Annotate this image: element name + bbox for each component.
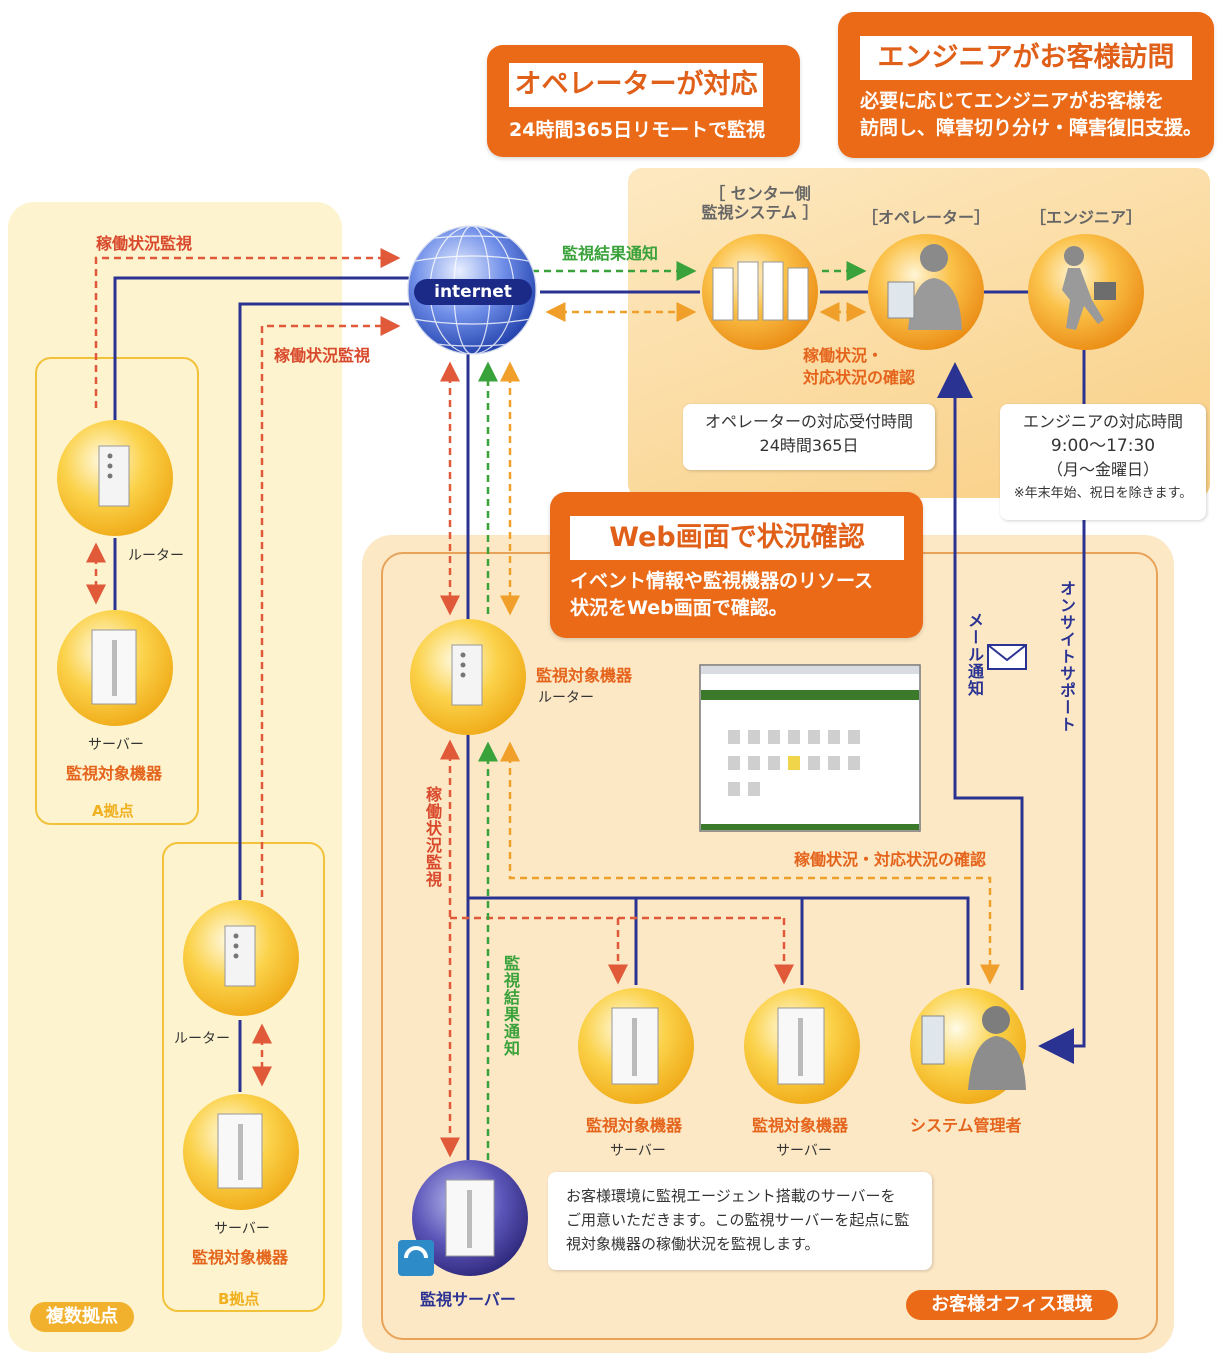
web-callout-title: Web画面で状況確認 [570, 516, 904, 560]
monitor-server-label: 監視サーバー [420, 1290, 516, 1309]
monitor-server-note-1: お客様環境に監視エージェント搭載のサーバーを [566, 1187, 896, 1205]
engineer-icon [1028, 234, 1144, 350]
office-server-1-target-label: 監視対象機器 [586, 1116, 683, 1135]
monitoring-vertical-label: 稼働状況監視 [423, 786, 442, 888]
result-notify-label: 監視結果通知 [562, 244, 659, 263]
site-a-router-label: ルーター [128, 548, 184, 564]
site-a-server-label: サーバー [88, 737, 144, 753]
office-server-1-label: サーバー [610, 1143, 666, 1159]
confirm-dashed-lines [500, 302, 1000, 985]
engineer-hours-1: エンジニアの対応時間 [1022, 412, 1183, 431]
mail-icon [987, 644, 1027, 670]
office-router-label: ルーター [538, 690, 594, 706]
operator-icon [868, 234, 984, 350]
confirm-label: 稼働状況・ 対応状況の確認 [803, 345, 915, 389]
result-vertical-label: 監視結果通知 [501, 955, 520, 1057]
system-admin-icon [910, 988, 1026, 1104]
web-callout-desc-2: 状況をWeb画面で確認。 [570, 597, 788, 619]
office-server-2-label: サーバー [776, 1143, 832, 1159]
center-system-label-2: 監視システム ］ [701, 203, 819, 222]
office-server-2-target-label: 監視対象機器 [752, 1116, 849, 1135]
web-screen-thumbnail [699, 664, 921, 832]
onsite-support-label: オンサイトサポート [1057, 580, 1076, 733]
web-callout: Web画面で状況確認 イベント情報や監視機器のリソース 状況をWeb画面で確認。 [550, 492, 923, 638]
operator-hours-note: オペレーターの対応受付時間 24時間365日 [683, 404, 935, 470]
engineer-callout: エンジニアがお客様訪問 必要に応じてエンジニアがお客様を 訪問し、障害切り分け・… [838, 12, 1214, 158]
site-b-router-label: ルーター [174, 1031, 230, 1047]
monitor-server-icon [398, 1160, 528, 1276]
operator-hours-1: オペレーターの対応受付時間 [704, 412, 913, 431]
engineer-callout-desc-1: 必要に応じてエンジニアがお客様を [860, 90, 1165, 112]
operator-callout-desc: 24時間365日リモートで監視 [509, 119, 766, 141]
engineer-hours-3: （月〜金曜日） [1046, 460, 1159, 479]
engineer-hours-note-text: ※年末年始、祝日を除きます。 [1013, 486, 1193, 501]
site-b-router-icon [183, 900, 299, 1016]
mail-notify-label: メール通知 [965, 612, 984, 697]
monitor-server-note: お客様環境に監視エージェント搭載のサーバーを ご用意いただきます。この監視サーバ… [548, 1172, 932, 1270]
confirm-label-1: 稼働状況・ [803, 346, 884, 365]
monitoring-label-a: 稼働状況監視 [96, 234, 193, 253]
site-a-name: A拠点 [92, 802, 134, 820]
engineer-hours-2: 9:00〜17:30 [1050, 436, 1156, 456]
office-server-1-icon [578, 988, 694, 1104]
engineer-callout-desc-2: 訪問し、障害切り分け・障害復旧支援。 [860, 117, 1203, 139]
system-admin-label: システム管理者 [910, 1116, 1022, 1135]
engineer-hours-note: エンジニアの対応時間 9:00〜17:30 （月〜金曜日） ※年末年始、祝日を除… [1000, 404, 1206, 520]
engineer-label: ［エンジニア］ [1030, 208, 1143, 227]
site-a-server-icon [57, 610, 173, 726]
site-b-box [162, 842, 325, 1312]
internet-label: internet [414, 279, 532, 305]
office-badge: お客様オフィス環境 [906, 1290, 1118, 1320]
site-b-target-label: 監視対象機器 [192, 1248, 289, 1267]
center-system-label: ［ センター側 監視システム ］ [693, 184, 827, 222]
monitor-server-note-3: 視対象機器の稼働状況を監視します。 [566, 1235, 820, 1253]
site-a-router-icon [57, 420, 173, 536]
site-a-box [35, 357, 199, 825]
center-monitoring-system-icon [702, 234, 818, 350]
monitoring-label-b: 稼働状況監視 [274, 346, 371, 365]
operator-label: ［オペレーター］ [862, 208, 991, 227]
office-confirm-label: 稼働状況・対応状況の確認 [794, 850, 987, 869]
engineer-callout-title: エンジニアがお客様訪問 [860, 36, 1192, 80]
site-a-target-label: 監視対象機器 [66, 764, 163, 783]
result-dashed-lines [478, 261, 867, 1160]
operator-hours-2: 24時間365日 [759, 436, 859, 455]
operator-callout: オペレーターが対応 24時間365日リモートで監視 [487, 45, 800, 157]
monitor-server-note-2: ご用意いただきます。この監視サーバーを起点に監 [566, 1211, 910, 1229]
confirm-label-2: 対応状況の確認 [803, 368, 916, 387]
site-b-name: B拠点 [218, 1290, 260, 1308]
office-router-target-label: 監視対象機器 [536, 666, 633, 685]
office-router-icon [410, 619, 526, 735]
web-callout-desc-1: イベント情報や監視機器のリソース [570, 570, 874, 592]
multi-sites-badge: 複数拠点 [30, 1302, 134, 1332]
operator-callout-title: オペレーターが対応 [509, 63, 763, 107]
site-b-server-icon [183, 1094, 299, 1210]
center-system-label-1: ［ センター側 [709, 184, 811, 203]
office-server-2-icon [744, 988, 860, 1104]
site-b-server-label: サーバー [214, 1221, 270, 1237]
